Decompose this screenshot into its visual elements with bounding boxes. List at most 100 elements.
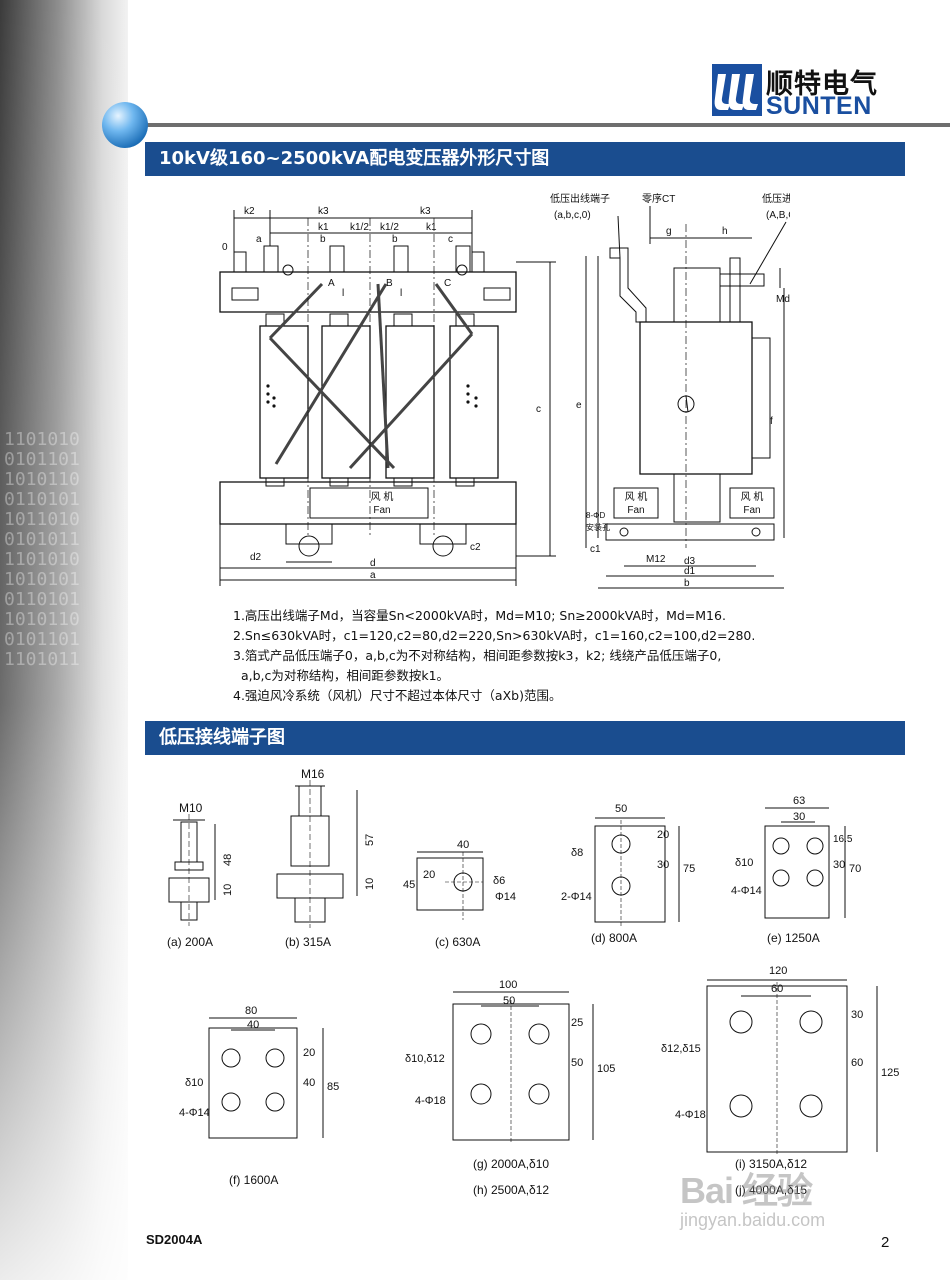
fan-label-en: Fan: [373, 505, 390, 516]
dim-f: f: [770, 416, 773, 427]
note-3: 3.箔式产品低压端子0，a,b,c为不对称结构，相间距参数按k3，k2; 线绕产…: [233, 648, 722, 663]
term-f-hole: 4-Φ14: [179, 1107, 210, 1119]
term-c-off: 20: [423, 869, 435, 881]
terminal-g-2000A: 100 50 25 50 105 δ10,δ12 4-Φ18 (g) 2000A…: [405, 979, 615, 1197]
term-i-h: 125: [881, 1067, 899, 1079]
side-fan-left-cn: 风 机: [625, 490, 648, 503]
binary-pattern: 1101010 0101101 1010110 0110101 1011010 …: [4, 430, 80, 670]
term-a-caption: (a) 200A: [167, 935, 213, 949]
note-3-cont: a,b,c为对称结构，相间距参数按k1。: [233, 668, 450, 683]
document-code: SD2004A: [146, 1232, 203, 1247]
logo-mark-icon: [712, 64, 762, 116]
terminal-c: c: [448, 234, 453, 245]
term-i-inner: 60: [771, 983, 783, 995]
dim-h: h: [722, 226, 728, 237]
term-b-h2: 10: [364, 878, 376, 890]
terminal-c-630A: 40 45 20 δ6 Φ14 (c) 630A: [403, 839, 516, 949]
term-e-top: 16.5: [833, 834, 853, 845]
term-g-thk: δ10,δ12: [405, 1053, 445, 1065]
hole-spec: 8-ΦD: [586, 511, 605, 520]
terminal-b2: b: [392, 234, 398, 245]
dim-k1-left: k1: [318, 222, 329, 233]
hole-spec-label: 安装孔: [586, 522, 610, 532]
lv-out-label: 低压出线端子: [550, 192, 610, 205]
side-fan-right-en: Fan: [743, 505, 760, 516]
note-1: 1.高压出线端子Md，当容量Sn<2000kVA时，Md=M10; Sn≥200…: [233, 608, 726, 623]
terminal-b: b: [320, 234, 326, 245]
dim-l-left: l: [342, 288, 344, 299]
fan-label-cn: 风 机: [371, 490, 394, 503]
dim-d3: d3: [684, 556, 696, 567]
term-e-inner: 30: [793, 811, 805, 823]
term-f-w: 80: [245, 1005, 257, 1017]
dim-b: b: [684, 578, 690, 589]
term-c-hole: Φ14: [495, 891, 516, 903]
zero-ct-label: 零序CT: [642, 192, 675, 205]
term-a-bolt: M10: [179, 801, 203, 815]
term-g-h: 105: [597, 1063, 615, 1075]
section-title-terminals: 低压接线端子图: [145, 721, 905, 755]
hv-terminal-A: A: [328, 278, 335, 289]
logo-chinese-name: 顺特电气: [766, 69, 878, 100]
term-f-top: 20: [303, 1047, 315, 1059]
dim-d2: d2: [250, 552, 262, 563]
dim-c1: c1: [590, 544, 601, 555]
dim-k3-right: k3: [420, 206, 431, 217]
side-view: 低压出线端子 (a,b,c,0) 零序CT 低压进线端子 (A,B,C) 风 机…: [550, 192, 790, 589]
terminal-f-1600A: 80 40 20 40 85 δ10 4-Φ14 (f) 1600A: [179, 1005, 339, 1187]
term-c-h: 45: [403, 879, 415, 891]
notes-list: 1.高压出线端子Md，当容量Sn<2000kVA时，Md=M10; Sn≥200…: [233, 606, 755, 706]
hv-terminal-C: C: [444, 278, 451, 289]
term-i-thk: δ12,δ15: [661, 1043, 701, 1055]
term-d-caption: (d) 800A: [591, 931, 637, 945]
term-g-caption: (g) 2000A,δ10: [473, 1157, 549, 1171]
dim-k1-half-left: k1/2: [350, 222, 369, 233]
term-g-mid: 50: [571, 1057, 583, 1069]
term-i-w: 120: [769, 965, 787, 977]
terminal-drawings: M10 48 10 (a) 200A M16 57 10 (b) 315A 40…: [167, 767, 899, 1197]
dim-k1-half-right: k1/2: [380, 222, 399, 233]
term-a-h1: 48: [222, 854, 234, 866]
terminal-a: a: [256, 234, 262, 245]
top-rule: [128, 123, 950, 127]
terminal-a-200A: M10 48 10 (a) 200A: [167, 801, 234, 949]
dim-g: g: [666, 226, 672, 237]
term-b-bolt: M16: [301, 767, 325, 781]
term-i-top: 30: [851, 1009, 863, 1021]
watermark-url: jingyan.baidu.com: [680, 1210, 826, 1230]
dim-k2: k2: [244, 206, 255, 217]
term-f-thk: δ10: [185, 1077, 203, 1089]
lv-in-label: 低压进线端子: [762, 192, 790, 205]
side-decoration: 1101010 0101101 1010110 0110101 1011010 …: [0, 0, 128, 1280]
term-g-top: 25: [571, 1017, 583, 1029]
term-g-w: 100: [499, 979, 517, 991]
term-j-caption: (j) 4000A,δ15: [735, 1183, 807, 1197]
dim-d1: d1: [684, 566, 696, 577]
dim-a: a: [370, 570, 376, 581]
dim-c: c: [536, 404, 541, 415]
note-2: 2.Sn≤630kVA时，c1=120,c2=80,d2=220,Sn>630k…: [233, 628, 756, 643]
side-fan-right-cn: 风 机: [741, 490, 764, 503]
term-f-caption: (f) 1600A: [229, 1173, 278, 1187]
term-i-caption: (i) 3150A,δ12: [735, 1157, 807, 1171]
term-i-hole: 4-Φ18: [675, 1109, 706, 1121]
term-e-thk: δ10: [735, 857, 753, 869]
sphere-ornament: [102, 102, 148, 148]
term-d-top: 20: [657, 829, 669, 841]
term-b-caption: (b) 315A: [285, 935, 331, 949]
side-fan-left-en: Fan: [627, 505, 644, 516]
term-d-hole: 2-Φ14: [561, 891, 592, 903]
dim-e: e: [576, 400, 582, 411]
dim-l-right: l: [400, 288, 402, 299]
term-g-hole: 4-Φ18: [415, 1095, 446, 1107]
terminal-0: 0: [222, 242, 228, 253]
baidu-watermark: Bai 经验 jingyan.baidu.com: [680, 1162, 825, 1231]
term-b-h1: 57: [364, 834, 376, 846]
term-f-inner: 40: [247, 1019, 259, 1031]
term-g-inner: 50: [503, 995, 515, 1007]
term-d-thk: δ8: [571, 847, 583, 859]
note-4: 4.强迫风冷系统（风机）尺寸不超过本体尺寸（aXb)范围。: [233, 688, 562, 703]
dim-k1-right: k1: [426, 222, 437, 233]
hv-terminal-B: B: [386, 278, 393, 289]
term-f-mid: 40: [303, 1077, 315, 1089]
